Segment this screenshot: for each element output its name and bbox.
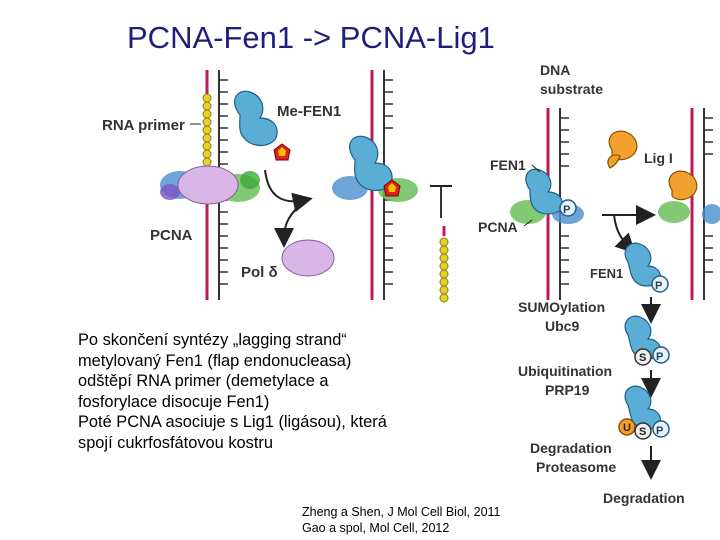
phospho-badge-4: P (656, 425, 663, 437)
flap-cut-mark (430, 185, 452, 236)
sumo-badge-2: S (639, 426, 646, 438)
phospho-badge-1: P (563, 204, 570, 216)
body-text-line: fosforylace disocuje Fen1) (78, 392, 270, 411)
pcna-fen1-complex-right (510, 168, 584, 224)
body-text-line: odštěpí RNA primer (demetylace a (78, 372, 329, 390)
pcna-pointer-right (523, 219, 533, 227)
rna-primer-beads-cleaved (439, 237, 449, 303)
step-degradation-label: Degradation (530, 440, 612, 456)
pcna-ring-left (160, 165, 260, 205)
rna-primer-label: RNA primer (102, 117, 185, 134)
pcna-lig1-complex (658, 170, 720, 224)
me-fen1-label: Me-FEN1 (277, 103, 341, 120)
sumo-badge-1: S (639, 352, 646, 364)
body-text-line: metylovaný Fen1 (flap endonucleasa) (78, 351, 352, 370)
fen1-pointer (531, 164, 541, 173)
ubiquitin-badge: U (623, 422, 631, 434)
arrow-right-2 (613, 214, 636, 254)
dna-substrate-label-2: substrate (540, 81, 603, 97)
arrow-left-2 (274, 204, 301, 248)
right-dna-strand-2 (690, 108, 713, 300)
body-text-line: Poté PCNA asociuje s Lig1 (ligásou), kte… (78, 413, 387, 431)
fen1-ubiquitin-icon (618, 385, 670, 440)
pcna-label-right: PCNA (478, 219, 518, 235)
phospho-badge-3: P (656, 351, 663, 363)
body-text-line: spojí cukrfosfátovou kostru (78, 433, 273, 452)
slide-title: PCNA-Fen1 -> PCNA-Lig1 (127, 20, 495, 55)
lig1-free-icon (607, 130, 638, 169)
body-text: Po skončení syntézy „lagging strand“ met… (78, 330, 387, 453)
rna-primer-beads-1 (202, 93, 212, 167)
pol-delta-free (281, 239, 335, 277)
references: Zheng a Shen, J Mol Cell Biol, 2011 Gao … (302, 505, 501, 536)
step-ubc9-label: Ubc9 (545, 318, 579, 334)
step-ubiquitination-label: Ubiquitination (518, 363, 612, 379)
fen1-label: FEN1 (490, 157, 526, 173)
final-degradation-label: Degradation (603, 490, 685, 506)
fen1-released-label: FEN1 (590, 266, 623, 281)
fen1-released-icon (624, 242, 669, 293)
body-text-line: Po skončení syntézy „lagging strand“ (78, 331, 347, 349)
step-sumoylation-label: SUMOylation (518, 299, 605, 315)
pcna-label-left: PCNA (150, 227, 193, 244)
pol-delta-label: Pol δ (241, 264, 278, 281)
dna-substrate-label-1: DNA (540, 62, 570, 78)
reference-line: Gao a spol, Mol Cell, 2012 (302, 520, 450, 535)
fen1-sumo-icon (624, 315, 670, 366)
pcna-fen1-complex-left (332, 135, 418, 202)
arrow-left-1 (264, 169, 313, 213)
step-proteasome-label: Proteasome (536, 459, 616, 475)
lig1-label: Lig I (644, 150, 673, 166)
phospho-badge-2: P (655, 280, 662, 292)
reference-line: Zheng a Shen, J Mol Cell Biol, 2011 (302, 505, 501, 519)
step-prp19-label: PRP19 (545, 382, 590, 398)
me-fen1-free-icon (234, 90, 291, 161)
